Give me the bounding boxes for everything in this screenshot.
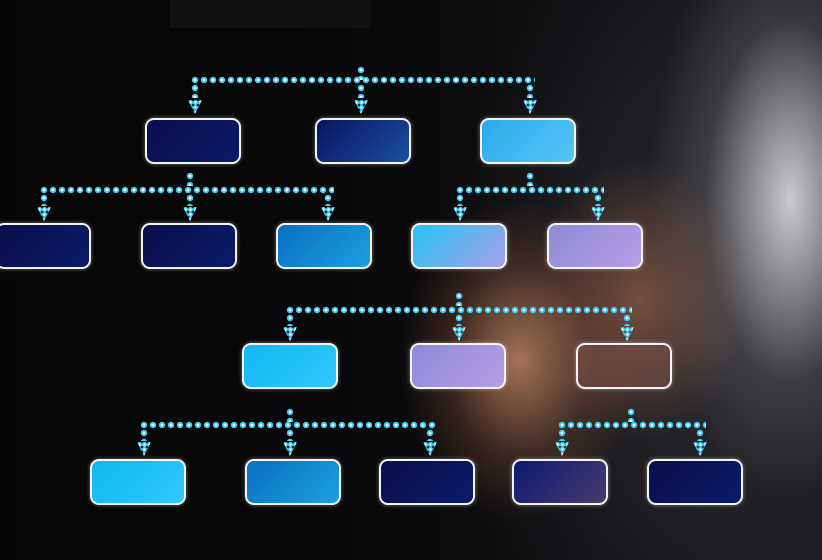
connector [526,172,534,186]
org-node [411,223,507,269]
connector [286,408,294,422]
connector [191,76,535,84]
connector [558,421,706,429]
connector [40,194,48,206]
connector [286,306,632,314]
org-node [576,343,672,389]
org-node [410,343,506,389]
connector [627,408,635,422]
connector [455,314,463,326]
connector [456,194,464,206]
connector [594,194,602,206]
org-node [379,459,475,505]
connector [357,84,365,98]
org-node [90,459,186,505]
connector [623,314,631,326]
connector [455,292,463,306]
connector [558,429,566,441]
org-node [141,223,237,269]
connector [140,429,148,441]
org-node [480,118,576,164]
connector [140,421,436,429]
connector [286,429,294,441]
org-node [512,459,608,505]
connector [426,429,434,441]
org-node [245,459,341,505]
connector [286,314,294,326]
top-dark-band [170,0,370,28]
connector [526,84,534,98]
org-node [547,223,643,269]
org-node [647,459,743,505]
connector [186,172,194,186]
connector [186,194,194,206]
org-node [242,343,338,389]
connector [696,429,704,441]
connector [191,84,199,98]
connector [324,194,332,206]
org-node [0,223,91,269]
connector [40,186,334,194]
org-node [315,118,411,164]
org-node [145,118,241,164]
org-node [276,223,372,269]
connector [357,66,365,80]
connector [456,186,604,194]
